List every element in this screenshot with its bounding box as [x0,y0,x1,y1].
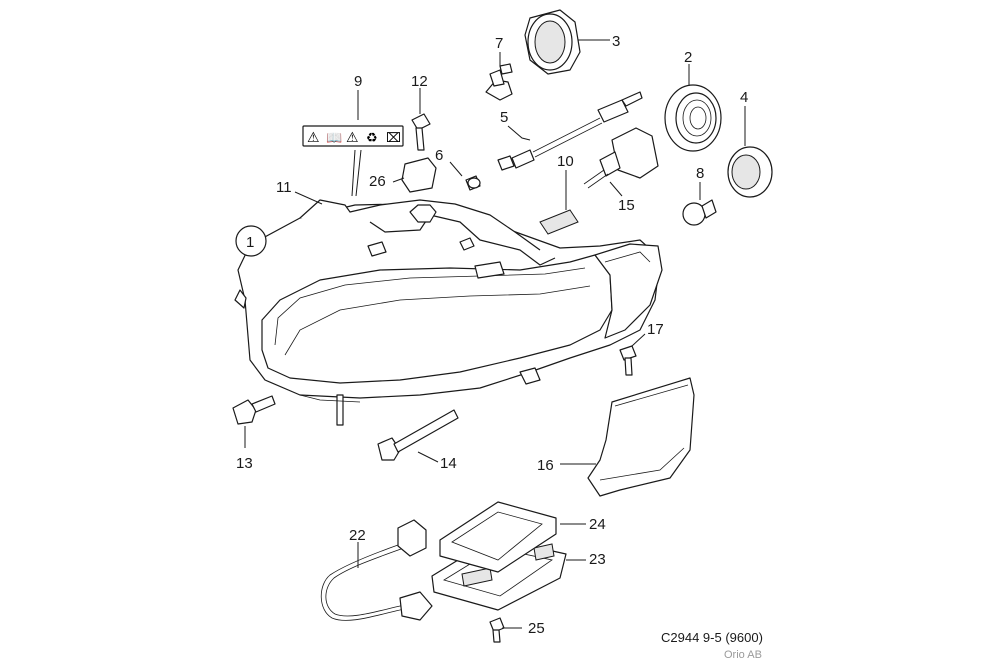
part-3-ring-cover [524,9,581,75]
callout-17: 17 [647,321,664,338]
callout-6: 6 [435,147,443,164]
leader-lines [244,39,746,629]
callout-10: 10 [557,153,574,170]
part-24-gasket [439,501,557,573]
part-12-screw [411,113,431,151]
callout-2: 2 [684,49,692,66]
callout-1-circle [235,225,267,257]
callout-1: 1 [246,234,254,251]
part-22-harness [320,519,433,621]
callout-24: 24 [589,516,606,533]
credit: Orio AB [724,649,762,661]
callout-22: 22 [349,527,366,544]
part-25-screw [489,617,505,643]
part-17-screw [619,345,637,376]
part-10-plate [539,209,579,235]
headlamp-housing [234,199,663,426]
part-26-socket [401,157,437,193]
part-7-bulb [485,63,513,101]
callout-7: 7 [495,35,503,52]
figure-code: C2944 9-5 (9600) [661,630,763,645]
callout-12: 12 [411,73,428,90]
part-5-cable [497,91,643,171]
callout-15: 15 [618,197,635,214]
part-15-xenon-bulb [583,127,659,189]
callout-4: 4 [740,89,748,106]
recycle-icon: ♻ [366,130,378,145]
callout-3: 3 [612,33,620,50]
callout-9: 9 [354,73,362,90]
warning-icon: ⚠ [307,129,320,145]
part-6-small-bulb [465,175,481,191]
part-4-small-cap [727,146,773,198]
callout-8: 8 [696,165,704,182]
part-14-bolt [377,409,459,461]
callout-26: 26 [369,173,386,190]
callout-25: 25 [528,620,545,637]
part-9-warning-label: ⚠ 📖 ⚠ ♻ ⌧ [302,125,404,147]
callout-5: 5 [500,109,508,126]
part-8-bulb [682,199,717,226]
callout-14: 14 [440,455,457,472]
disposal-bin-icon: ⌧ [386,130,401,145]
callout-13: 13 [236,455,253,472]
callout-labels: 1 2 3 4 5 6 7 8 9 10 11 12 13 14 15 16 1… [235,33,748,637]
manual-book-icon: 📖 [326,130,342,145]
part-16-side-cover [587,377,695,497]
part-2-rear-cover [664,84,722,152]
warning-icon: ⚠ [346,129,359,145]
part-13-screw [232,395,276,425]
callout-16: 16 [537,457,554,474]
callout-11: 11 [276,179,292,196]
callout-23: 23 [589,551,606,568]
